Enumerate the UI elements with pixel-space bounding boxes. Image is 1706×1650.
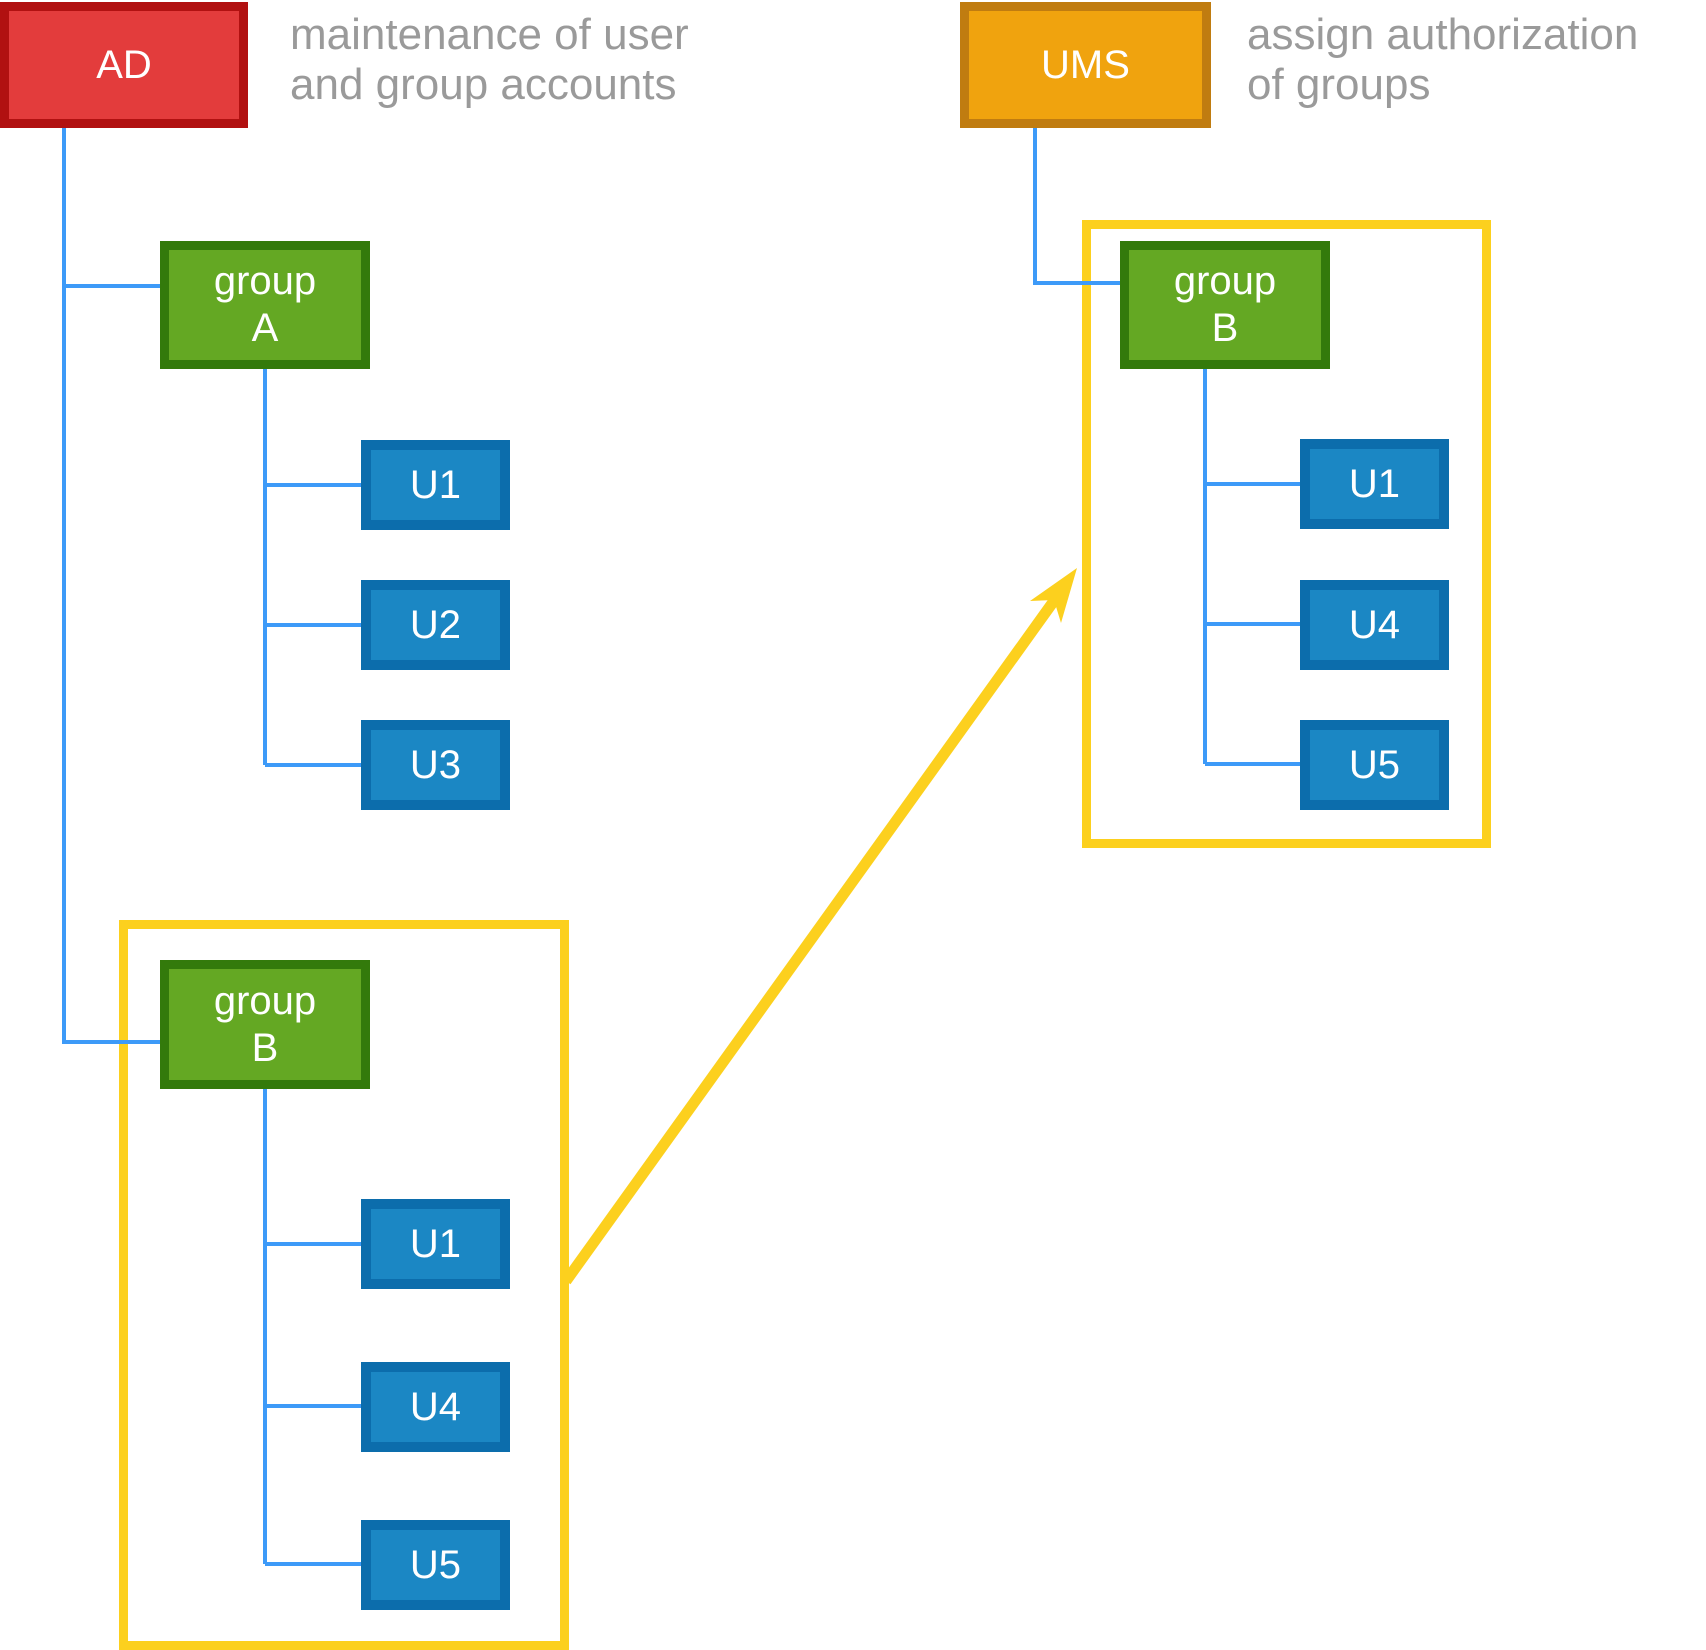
- ad-group-a-user-u1: U1: [361, 440, 510, 530]
- ums-group-b-label: group B: [1174, 258, 1276, 352]
- user-label: U5: [409, 1542, 462, 1587]
- user-label: U1: [409, 462, 462, 507]
- ums-group-b-user-u5: U5: [1300, 720, 1449, 810]
- ad-group-b-container: [119, 920, 569, 1650]
- ad-node: AD: [0, 2, 248, 128]
- ad-group-b-label-line1: group: [213, 978, 317, 1023]
- user-label: U1: [1348, 461, 1401, 506]
- ad-group-b-user-u1: U1: [361, 1199, 510, 1289]
- ums-annotation-line1: assign authorization: [1247, 10, 1639, 59]
- ad-group-a-label-line1: group: [213, 259, 317, 303]
- connector-ad-to-group-b: [62, 128, 160, 1044]
- ums-group-b-user-u1: U1: [1300, 439, 1449, 529]
- ums-group-b-user-u4: U4: [1300, 580, 1449, 670]
- ad-annotation: maintenance of user and group accounts: [290, 10, 689, 110]
- connector-ums-to-group-b: [1033, 128, 1120, 285]
- ums-group-b-node: group B: [1120, 241, 1330, 369]
- ad-label: AD: [96, 42, 152, 87]
- sync-arrow-head: [1030, 568, 1077, 623]
- ums-node: UMS: [960, 2, 1211, 128]
- ad-group-b-user-u5: U5: [361, 1520, 510, 1610]
- user-label: U1: [409, 1221, 462, 1266]
- ad-group-b-label-line2: B: [251, 1025, 279, 1070]
- user-label: U4: [1348, 602, 1401, 647]
- sync-arrow-shaft: [561, 594, 1061, 1285]
- ums-group-b-label-line2: B: [1211, 306, 1239, 350]
- ums-label: UMS: [1041, 42, 1130, 87]
- ad-group-a-label-line2: A: [251, 306, 279, 350]
- ad-group-b-label: group B: [214, 978, 316, 1072]
- ad-annotation-line1: maintenance of user: [290, 10, 689, 59]
- ad-group-b-node: group B: [160, 960, 370, 1089]
- user-label: U4: [409, 1384, 462, 1429]
- user-label: U2: [409, 602, 462, 647]
- connector-group-b-right-members: [1203, 369, 1300, 766]
- ums-annotation-line2: of groups: [1247, 60, 1431, 109]
- user-label: U3: [409, 742, 462, 787]
- connector-group-b-left-members: [263, 1089, 361, 1566]
- ad-annotation-line2: and group accounts: [290, 60, 677, 109]
- ums-group-b-container: [1082, 220, 1491, 848]
- ad-group-a-user-u2: U2: [361, 580, 510, 670]
- ad-group-a-node: group A: [160, 241, 370, 369]
- connector-group-a-members: [263, 369, 361, 767]
- ums-group-b-label-line1: group: [1173, 259, 1277, 303]
- ad-group-a-user-u3: U3: [361, 720, 510, 810]
- ums-annotation: assign authorization of groups: [1247, 10, 1638, 110]
- ad-group-a-label: group A: [214, 258, 316, 352]
- user-label: U5: [1348, 742, 1401, 787]
- ad-group-b-user-u4: U4: [361, 1362, 510, 1452]
